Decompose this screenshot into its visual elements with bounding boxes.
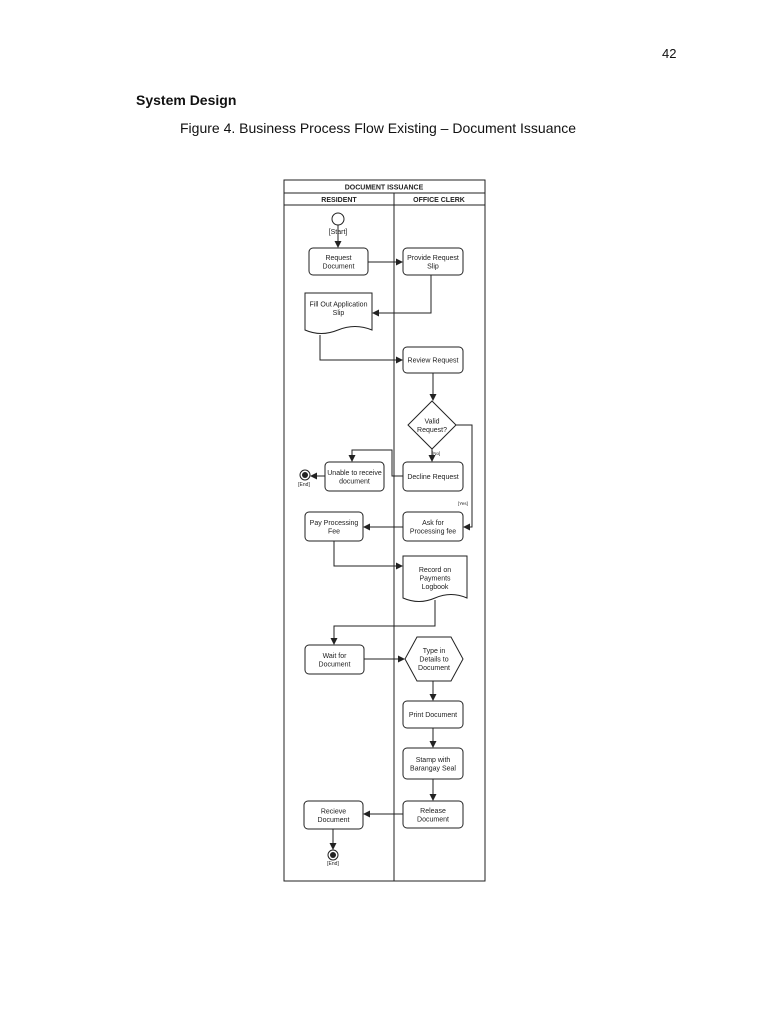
label-line: Document — [318, 817, 350, 824]
node-record-on-logbook — [402, 555, 468, 602]
label-line: Ask for — [422, 520, 444, 527]
node-type-in-details — [404, 636, 464, 682]
section-title: System Design — [136, 92, 237, 108]
label-line: Details to — [419, 657, 448, 664]
label-line: Document — [319, 661, 351, 668]
end-node — [299, 469, 311, 481]
label-line: Logbook — [422, 584, 449, 591]
label-line: Processing fee — [410, 528, 456, 535]
label-print-document: Print Document — [409, 712, 457, 719]
lane-header-office-clerk: OFFICE CLERK — [413, 197, 465, 204]
label-line: Unable to receive — [327, 470, 382, 477]
guard-no-label: [No] — [432, 451, 440, 456]
start-node — [331, 212, 345, 226]
label-line: Request? — [417, 427, 447, 434]
label-line: Decline Request — [407, 474, 458, 481]
label-line: Review Request — [408, 358, 459, 365]
connector-decline-to-unable — [348, 449, 403, 477]
swimlane-frame — [283, 179, 486, 882]
label-line: Barangay Seal — [410, 765, 456, 772]
diagram-title: DOCUMENT ISSUANCE — [345, 185, 424, 192]
connector-record-to-wait — [330, 600, 436, 645]
label-line: Stamp with — [416, 757, 451, 764]
label-line: Record on — [419, 567, 451, 574]
label-line: Payments — [419, 576, 451, 583]
label-line: Type in — [423, 648, 446, 655]
label-line: Wait for — [323, 653, 348, 660]
figure-caption: Figure 4. Business Process Flow Existing… — [180, 120, 577, 136]
end-node — [327, 849, 339, 861]
label-line: Fee — [328, 528, 340, 535]
connector-fill-to-review — [319, 335, 403, 364]
label-line: Provide Request — [407, 255, 459, 262]
label-review-request: Review Request — [408, 358, 459, 365]
label-line: Print Document — [409, 712, 457, 719]
label-line: Slip — [427, 263, 439, 270]
label-line: Pay Processing — [310, 520, 359, 527]
connector-valid-yes-to-ask — [456, 424, 473, 531]
label-line: Valid — [424, 418, 439, 425]
label-line: Release — [420, 808, 446, 815]
lane-header-resident: RESIDENT — [321, 197, 357, 204]
guard-yes-label: [Yes] — [458, 501, 468, 506]
connector-pay-to-record — [333, 541, 403, 570]
page-number: 42 — [662, 46, 677, 61]
label-line: Document — [418, 665, 450, 672]
label-line: Fill Out Application — [310, 301, 368, 308]
node-provide-request-slip — [402, 247, 464, 276]
end-label: [End] — [298, 482, 310, 488]
end-label: [End] — [327, 861, 339, 867]
label-line: document — [339, 478, 370, 485]
label-line: Document — [323, 263, 355, 270]
connector-provide-to-fill — [372, 275, 432, 317]
node-fill-out-application-slip — [304, 292, 373, 334]
label-decline-request: Decline Request — [407, 474, 458, 481]
label-line: Slip — [333, 310, 345, 317]
label-line: Request — [325, 255, 351, 262]
label-line: Document — [417, 816, 449, 823]
label-line: Recieve — [321, 808, 346, 815]
